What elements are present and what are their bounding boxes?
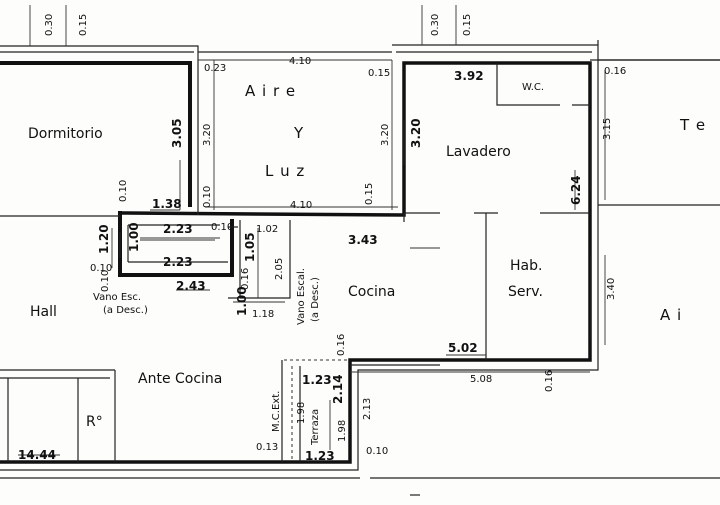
room-serv: Serv.	[508, 284, 543, 300]
dim-label: 6.24	[569, 175, 583, 205]
dim-label: 0.15	[364, 183, 375, 205]
dim-label: 1.98	[337, 420, 348, 442]
label-aire: A i r e	[245, 82, 296, 100]
dim-label: 3.20	[202, 124, 213, 146]
kitchen-wall	[0, 61, 592, 464]
dim-label: 0.10	[118, 180, 129, 202]
dim-label: 0.10	[211, 222, 233, 233]
label-y: Y	[293, 124, 304, 142]
room-lavadero: Lavadero	[446, 144, 511, 160]
note-vano-esc: Vano Esc.	[93, 292, 141, 303]
dim-label: 2.05	[274, 258, 285, 280]
room-hall: Hall	[30, 304, 57, 320]
room-cocina: Cocina	[348, 284, 395, 300]
dim-label: 2.14	[331, 374, 345, 404]
dim-label: 5.08	[470, 374, 492, 385]
dim-label: 0.10	[90, 263, 112, 274]
dim-label: 0.23	[204, 63, 226, 74]
dim-label: 0.30	[44, 14, 55, 36]
dim-label: 0.30	[430, 14, 441, 36]
dim-label: 2.43	[176, 279, 206, 293]
dim-label: 1.00	[235, 286, 249, 316]
dimension-lines	[18, 5, 606, 456]
room-hab: Hab.	[510, 258, 542, 274]
note-vano-escal-desc: (a Desc.)	[310, 277, 321, 322]
room-ante-cocina: Ante Cocina	[138, 371, 222, 387]
dim-label: 4.10	[289, 56, 311, 67]
dim-label: 1.18	[252, 309, 274, 320]
dim-label: 4.10	[290, 200, 312, 211]
room-ro: R°	[86, 414, 103, 430]
dim-label: 5.02	[448, 341, 478, 355]
walls	[0, 61, 592, 464]
dormitorio-wall	[0, 61, 192, 207]
dim-label: 1.98	[296, 402, 307, 424]
dim-label: 0.16	[604, 66, 626, 77]
room-labels: Dormitorio A i r e Y L u z Lavadero W.C.…	[28, 82, 706, 446]
dim-label: 2.13	[362, 398, 373, 420]
dimension-labels: 0.30 0.15 0.30 0.15 0.23 4.10 0.15 3.92 …	[18, 14, 626, 463]
dim-label: 3.43	[348, 233, 378, 247]
dim-label: 0.15	[462, 14, 473, 36]
dim-label: 3.05	[170, 118, 184, 148]
dim-label: 0.16	[240, 268, 251, 290]
dim-label: 0.15	[78, 14, 89, 36]
notes: Vano Esc. (a Desc.) Vano Escal. (a Desc.…	[93, 268, 321, 325]
note-vano-esc-desc: (a Desc.)	[103, 305, 148, 316]
room-wc: W.C.	[522, 82, 544, 93]
dim-label: 3.40	[606, 278, 617, 300]
partitions	[119, 63, 592, 462]
dim-label: 3.92	[454, 69, 484, 83]
dim-label: 0.10	[366, 446, 388, 457]
dim-label: 0.13	[256, 442, 278, 453]
dim-label: 1.23	[302, 373, 332, 387]
dim-label: 3.20	[409, 118, 423, 148]
outer-lines	[0, 40, 720, 496]
dim-label: 0.16	[336, 334, 347, 356]
dim-label: 1.23	[305, 449, 335, 463]
dim-label: 2.23	[163, 222, 193, 236]
dim-label: 1.00	[127, 222, 141, 252]
label-mc-ext: M.C.Ext.	[271, 391, 282, 432]
dim-label: 0.10	[100, 270, 111, 292]
dim-label: 14.44	[18, 448, 56, 462]
dim-label: 1.05	[243, 232, 257, 262]
note-vano-escal: Vano Escal.	[296, 268, 307, 325]
dim-label: 1.20	[97, 224, 111, 254]
dim-label: 0.10	[202, 186, 213, 208]
label-luz: L u z	[265, 162, 305, 180]
room-terraza: Terraza	[310, 409, 321, 446]
dim-label: 0.16	[544, 370, 555, 392]
dim-label: 1.02	[256, 224, 278, 235]
dim-label: 0.15	[368, 68, 390, 79]
dim-label: 1.38	[152, 197, 182, 211]
room-dormitorio: Dormitorio	[28, 126, 103, 142]
label-a-right: A i	[660, 306, 682, 324]
dim-label: 3.15	[602, 118, 613, 140]
label-te: T e	[679, 116, 706, 134]
dim-label: 2.23	[163, 255, 193, 269]
dim-label: 3.20	[380, 124, 391, 146]
